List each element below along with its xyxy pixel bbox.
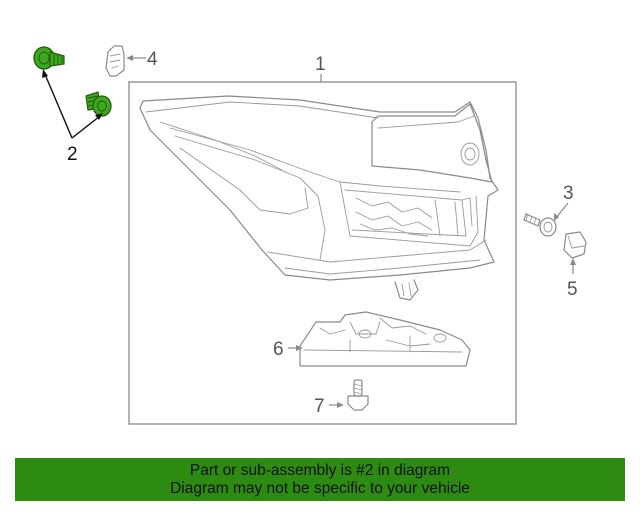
assembly-frame [128, 81, 517, 425]
fastener-2a[interactable] [33, 46, 65, 70]
callout-2[interactable]: 2 [67, 144, 78, 165]
banner-line-1: Part or sub-assembly is #2 in diagram [189, 462, 451, 479]
callout-5[interactable]: 5 [567, 279, 578, 300]
callout-2-arrow-b [95, 113, 103, 120]
callout-3-arrow [554, 213, 559, 221]
callout-2-leader-b [71, 115, 101, 139]
callout-2-leader-a [43, 71, 73, 139]
bolt-part-7[interactable] [347, 379, 369, 411]
callout-4[interactable]: 4 [147, 49, 158, 70]
callout-2-arrow-a [42, 69, 48, 78]
cap-part-5[interactable] [563, 231, 587, 259]
callout-5-arrow [570, 258, 576, 265]
callout-3[interactable]: 3 [563, 183, 574, 204]
highlighted-part-2[interactable] [33, 46, 112, 117]
callout-1[interactable]: 1 [315, 54, 326, 75]
callout-7[interactable]: 7 [314, 396, 325, 417]
mounting-bracket[interactable] [299, 311, 471, 367]
callout-6[interactable]: 6 [273, 339, 284, 360]
screw-part-3[interactable] [523, 213, 557, 237]
tail-lamp-assembly[interactable] [139, 95, 499, 301]
callout-4-arrow [126, 55, 133, 61]
banner-line-2: Diagram may not be specific to your vehi… [170, 480, 470, 497]
callout-3-leader [555, 202, 569, 219]
fastener-2b[interactable] [85, 91, 112, 117]
info-banner: Part or sub-assembly is #2 in diagram Di… [15, 458, 625, 501]
callout-7-arrow [337, 402, 344, 408]
clip-part-4[interactable] [105, 45, 125, 77]
